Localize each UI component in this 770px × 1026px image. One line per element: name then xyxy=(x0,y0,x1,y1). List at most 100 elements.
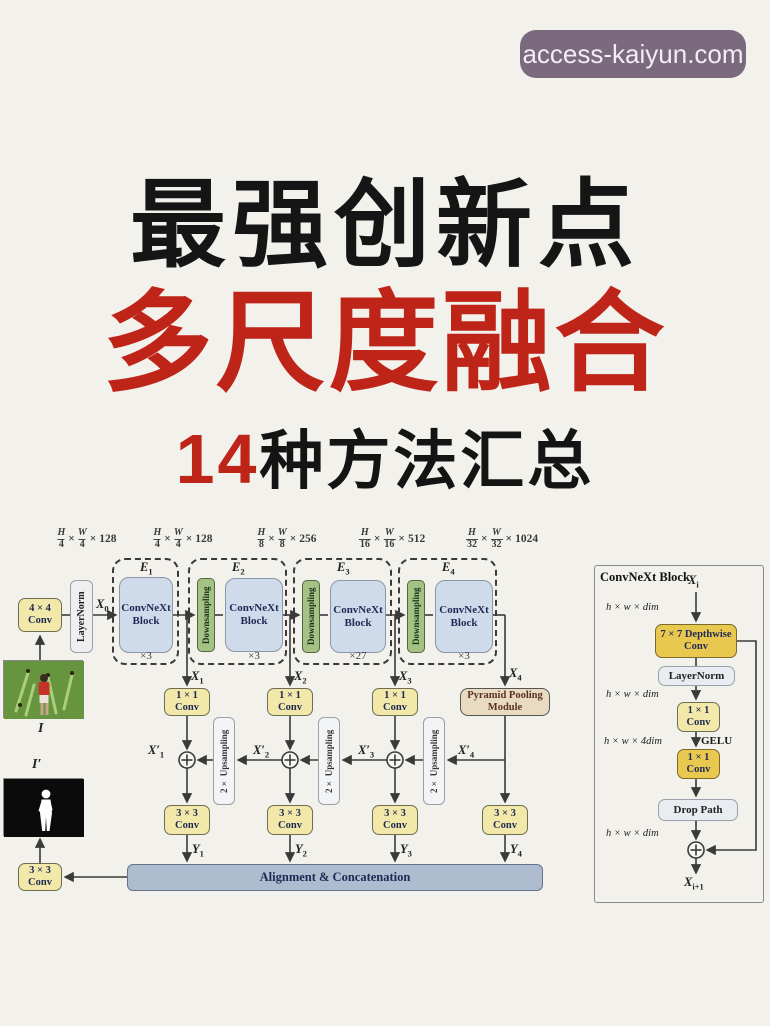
xprime4-label: X′4 xyxy=(458,743,475,760)
box-label: 1 × 1 xyxy=(687,704,710,716)
panel-title: ConvNeXt Block xyxy=(600,570,690,584)
panel-conv-1x1-b: 1 × 1 Conv xyxy=(677,749,720,779)
box-label: Conv xyxy=(175,702,199,713)
panel-dim-bottom: h × w × dim xyxy=(606,828,659,839)
channels: 512 xyxy=(407,533,426,545)
times-sign: × xyxy=(68,533,75,545)
add-node-2 xyxy=(281,751,299,769)
box-label: Conv xyxy=(278,702,302,713)
x3-label: X3 xyxy=(399,669,412,686)
box-label: Conv xyxy=(383,702,407,713)
box-label: 3 × 3 xyxy=(176,807,198,819)
panel-dim-4x: h × w × 4dim xyxy=(604,736,662,747)
mult-e4: ×3 xyxy=(458,650,470,662)
stem-layernorm: LayerNorm xyxy=(70,580,93,653)
panel-x-in: Xi xyxy=(688,573,699,590)
convnext-block-panel xyxy=(594,565,764,903)
stage-label-e1: E1 xyxy=(140,560,153,577)
x4-label: X4 xyxy=(509,666,522,683)
downsampling-3: Downsampling xyxy=(302,580,320,653)
box-label: 1 × 1 xyxy=(384,689,406,701)
box-label: 1 × 1 xyxy=(279,689,301,701)
bar-label: Alignment & Concatenation xyxy=(259,870,411,884)
title-suffix: 种方法汇总 xyxy=(259,425,595,497)
alignment-concatenation-bar: Alignment & Concatenation xyxy=(127,864,543,891)
output-mask-graphic xyxy=(4,779,84,837)
panel-dim-top: h × w × dim xyxy=(606,602,659,613)
box-label: 1 × 1 xyxy=(176,689,198,701)
box-label: 3 × 3 xyxy=(384,807,406,819)
output-image-label: I′ xyxy=(32,757,42,772)
box-label: 4 × 4 xyxy=(29,602,51,614)
panel-layernorm: LayerNorm xyxy=(658,666,735,686)
upsampling-2: 2× Upsampling xyxy=(318,717,340,805)
downsampling-2: Downsampling xyxy=(197,578,215,652)
times-sign: × xyxy=(398,533,405,545)
x0-label: X0 xyxy=(96,597,109,614)
box-label: Block xyxy=(132,615,160,627)
stage-label-e3: E3 xyxy=(337,560,350,577)
box-label: Conv xyxy=(686,717,711,728)
box-label: Conv xyxy=(383,820,407,831)
downsampling-4: Downsampling xyxy=(407,580,425,653)
channels: 128 xyxy=(99,533,117,545)
channels: 256 xyxy=(299,533,317,545)
box-label: Module xyxy=(487,702,523,713)
add-node-1 xyxy=(178,751,196,769)
y1-label: Y1 xyxy=(192,842,204,859)
convnext-block-3: ConvNeXt Block xyxy=(330,580,386,653)
y3-label: Y3 xyxy=(400,842,412,859)
x2-label: X2 xyxy=(294,669,307,686)
upsampling-1: 2× Upsampling xyxy=(213,717,235,805)
pyramid-pooling-module: Pyramid Pooling Module xyxy=(460,688,550,716)
conv-3x3-2: 3 × 3 Conv xyxy=(267,805,313,835)
box-label: Conv xyxy=(493,820,517,831)
box-label: ConvNeXt xyxy=(121,602,171,615)
panel-x-out: Xi+1 xyxy=(684,875,704,892)
output-conv-3x3: 3 × 3 Conv xyxy=(18,863,62,891)
panel-depthwise-conv: 7 × 7 Depthwise Conv xyxy=(655,624,737,658)
box-label: 1 × 1 xyxy=(687,751,710,763)
stage-label-e2: E2 xyxy=(232,560,245,577)
panel-drop-path: Drop Path xyxy=(658,799,738,821)
conv-1x1-1: 1 × 1 Conv xyxy=(164,688,210,716)
box-label: LayerNorm xyxy=(668,669,725,682)
times-sign: × xyxy=(289,533,297,545)
panel-dim-mid: h × w × dim xyxy=(606,689,659,700)
box-label: ConvNeXt xyxy=(333,603,383,616)
mult-e2: ×3 xyxy=(248,650,260,662)
y2-label: Y2 xyxy=(295,842,307,859)
box-label: Conv xyxy=(28,877,52,888)
times-sign: × xyxy=(373,533,381,545)
box-label: Conv xyxy=(278,820,302,831)
box-label: ConvNeXt xyxy=(439,603,489,616)
convnext-block-2: ConvNeXt Block xyxy=(225,578,283,652)
xprime1-label: X′1 xyxy=(148,743,165,760)
times-sign: × xyxy=(505,533,513,545)
upsampling-3: 2× Upsampling xyxy=(423,717,445,805)
stem-conv-4x4: 4 × 4 Conv xyxy=(18,598,62,632)
times-sign: × xyxy=(89,533,97,545)
xprime2-label: X′2 xyxy=(253,743,270,760)
box-label: Drop Path xyxy=(673,803,723,816)
box-label: Conv xyxy=(684,641,708,652)
box-label: Block xyxy=(344,616,372,629)
title-line-3: 14种方法汇总 xyxy=(0,410,770,502)
add-node-3 xyxy=(386,751,404,769)
channels: 1024 xyxy=(515,533,539,545)
input-image xyxy=(3,660,84,719)
watermark-badge: access-kaiyun.com xyxy=(520,30,746,78)
box-label: Pyramid Pooling xyxy=(467,689,543,701)
box-label: Block xyxy=(450,616,478,629)
